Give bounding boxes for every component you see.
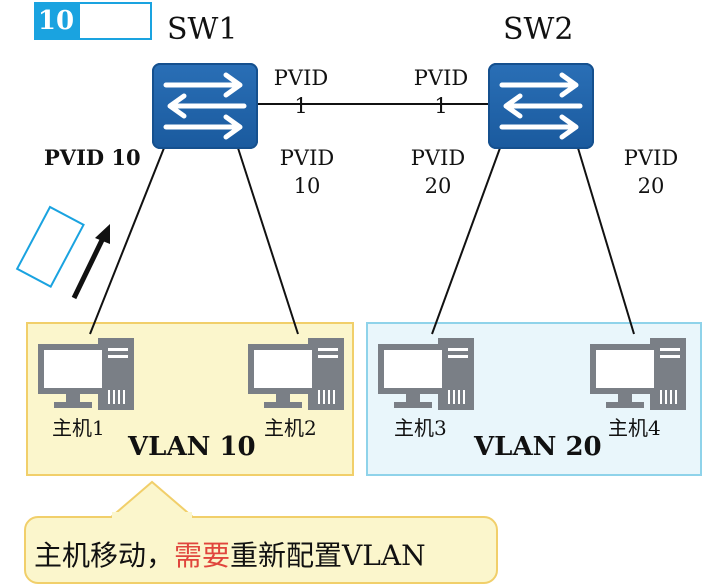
link-sw2-host4 bbox=[577, 147, 635, 335]
sw2-trunk-pvid: PVID 1 bbox=[406, 64, 476, 120]
host2-label: 主机2 bbox=[264, 416, 317, 440]
arrow-head bbox=[95, 224, 110, 244]
sw1-left-pvid: PVID 10 bbox=[44, 145, 141, 170]
sw1-switch-icon[interactable] bbox=[152, 63, 258, 149]
sw2-left-pvid-line2: 20 bbox=[424, 174, 452, 198]
sw1-right-pvid-line1: PVID bbox=[279, 146, 335, 170]
link-sw2-host3 bbox=[431, 147, 501, 335]
frame-direction-arrow bbox=[71, 234, 107, 300]
host4-pc-icon[interactable] bbox=[590, 336, 690, 412]
host1-label: 主机1 bbox=[52, 416, 105, 440]
host1-pc-icon[interactable] bbox=[38, 336, 138, 412]
callout-box: 主机移动，需要重新配置VLAN bbox=[24, 516, 498, 584]
sw1-trunk-pvid-line2: 1 bbox=[294, 94, 308, 118]
sw1-trunk-pvid-line1: PVID bbox=[273, 66, 329, 90]
host3-pc-icon[interactable] bbox=[378, 336, 478, 412]
host3-label: 主机3 bbox=[394, 416, 447, 440]
vlan10-label: VLAN 10 bbox=[128, 432, 256, 462]
sw1-label: SW1 bbox=[167, 12, 238, 47]
sw1-right-pvid-line2: 10 bbox=[293, 174, 321, 198]
tag-number: 10 bbox=[37, 6, 75, 36]
moving-frame bbox=[15, 205, 85, 288]
callout-text-after: 重新配置VLAN bbox=[230, 539, 426, 572]
sw2-left-pvid: PVID 20 bbox=[403, 144, 473, 200]
sw2-label: SW2 bbox=[503, 12, 574, 47]
link-sw1-host2 bbox=[237, 147, 299, 335]
tag-payload-cell bbox=[78, 2, 152, 40]
host2-pc-icon[interactable] bbox=[248, 336, 348, 412]
sw2-switch-icon[interactable] bbox=[488, 63, 594, 149]
callout-text-before: 主机移动， bbox=[34, 539, 175, 572]
sw1-trunk-pvid: PVID 1 bbox=[266, 64, 336, 120]
sw2-trunk-pvid-line1: PVID bbox=[413, 66, 469, 90]
sw2-right-pvid-line1: PVID bbox=[623, 146, 679, 170]
vlan-tag-frame: 10 bbox=[34, 2, 152, 40]
callout-text-highlight: 需要 bbox=[174, 539, 231, 572]
link-sw1-host1 bbox=[89, 147, 165, 335]
sw2-right-pvid-line2: 20 bbox=[637, 174, 665, 198]
tag-number-cell: 10 bbox=[34, 2, 78, 40]
vlan20-label: VLAN 20 bbox=[474, 432, 602, 462]
sw2-trunk-pvid-line2: 1 bbox=[434, 94, 448, 118]
sw2-right-pvid: PVID 20 bbox=[616, 144, 686, 200]
sw2-left-pvid-line1: PVID bbox=[410, 146, 466, 170]
host4-label: 主机4 bbox=[608, 416, 661, 440]
callout-pointer-cover bbox=[112, 512, 192, 522]
sw1-right-pvid: PVID 10 bbox=[272, 144, 342, 200]
